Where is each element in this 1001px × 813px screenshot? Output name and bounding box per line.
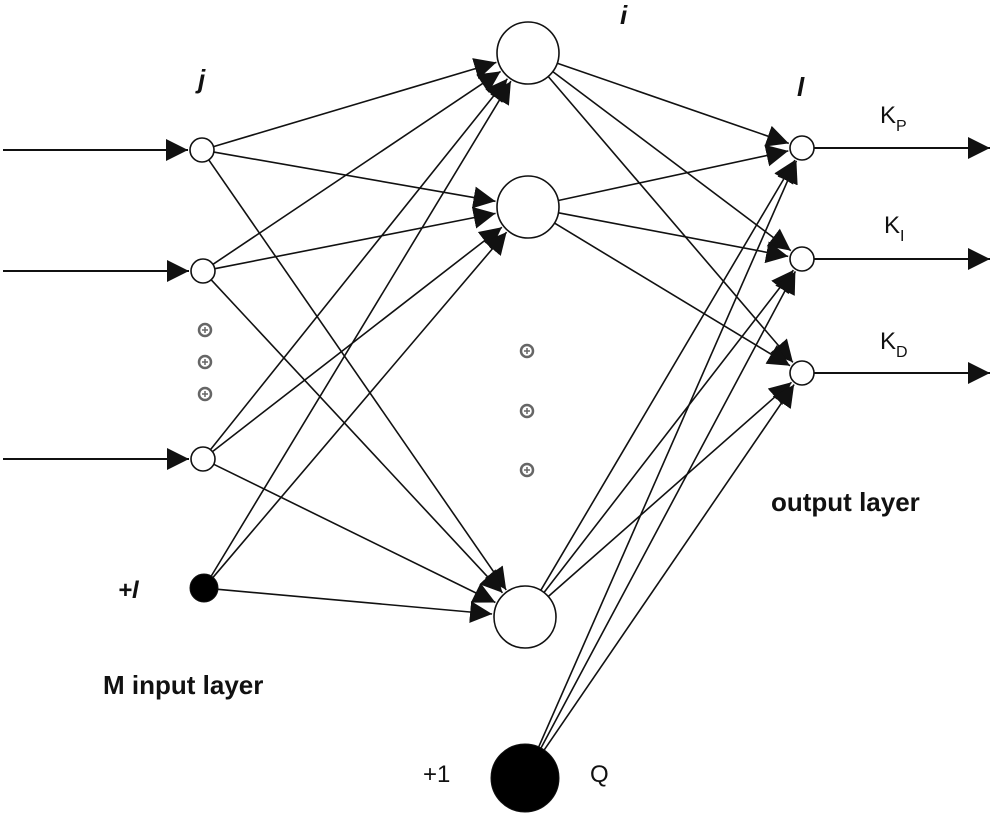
hidden-node-3	[493, 585, 557, 649]
input-ellipsis-dot-1	[197, 322, 213, 338]
input-node-1	[189, 137, 215, 163]
output-label-kd-main: K	[880, 328, 896, 355]
edge-input4-hidden1	[210, 80, 512, 577]
edge-hidden2-output2	[558, 212, 789, 264]
output-node-2	[789, 246, 815, 272]
edge-input3-hidden3	[213, 463, 496, 604]
connections	[208, 58, 798, 751]
edge-input4-hidden3	[217, 588, 493, 623]
input-bias-node	[189, 573, 219, 603]
io-arrows	[3, 137, 990, 470]
edge-input3-hidden1	[209, 78, 509, 451]
edge-hidden2-output1	[558, 144, 789, 202]
output-label-ki-main: K	[884, 212, 900, 239]
nodes	[189, 21, 815, 813]
input-index-label: j	[195, 64, 206, 94]
edge-hidden4-output2	[540, 271, 797, 749]
hidden-bias-name-label: Q	[590, 761, 609, 788]
output-label-kp-main: K	[880, 102, 896, 129]
edge-hidden3-output3	[547, 381, 793, 598]
ellipsis-dots	[197, 322, 535, 478]
output-index-label: l	[797, 72, 805, 102]
edge-input1-hidden3	[208, 159, 507, 591]
hidden-ellipsis-dot-2	[519, 403, 535, 419]
edge-input2-hidden1	[212, 70, 502, 265]
hidden-ellipsis-dot-3	[519, 462, 535, 478]
hidden-bias-node	[490, 743, 560, 813]
output-label-kp: KP	[880, 102, 907, 135]
edge-hidden3-output1	[540, 159, 796, 591]
edge-hidden4-output3	[543, 384, 795, 751]
edge-hidden4-output1	[537, 160, 798, 748]
hidden-index-label: i	[620, 0, 628, 30]
input-bias-label: +l	[118, 577, 140, 604]
output-label-kd-sub: D	[896, 344, 908, 361]
edge-input1-hidden2	[213, 151, 496, 209]
edge-hidden1-output3	[547, 75, 794, 363]
output-label-kp-sub: P	[896, 118, 907, 135]
hidden-node-1	[496, 21, 560, 85]
output-label-kd: KD	[880, 328, 908, 361]
edge-input2-hidden2	[214, 206, 496, 270]
edge-hidden1-output1	[557, 62, 790, 147]
input-layer-label: M input layer	[103, 670, 263, 700]
input-ellipsis-dot-2	[197, 354, 213, 370]
input-ellipsis-dot-3	[197, 386, 213, 402]
edge-hidden1-output2	[552, 70, 792, 252]
hidden-ellipsis-dot-1	[519, 343, 535, 359]
edge-hidden2-output3	[554, 222, 791, 367]
edge-input3-hidden2	[212, 226, 503, 453]
output-label-ki: KI	[884, 212, 904, 245]
hidden-bias-label: +1	[423, 761, 450, 788]
output-label-ki-sub: I	[900, 228, 904, 245]
edge-input2-hidden3	[210, 279, 504, 594]
hidden-node-2	[496, 175, 560, 239]
edge-input4-hidden2	[212, 231, 508, 578]
output-layer-label: output layer	[771, 487, 920, 517]
edge-hidden3-output2	[543, 269, 795, 593]
output-node-3	[789, 360, 815, 386]
input-node-3	[190, 446, 216, 472]
edge-input1-hidden1	[213, 58, 497, 148]
output-node-1	[789, 135, 815, 161]
input-node-2	[190, 258, 216, 284]
